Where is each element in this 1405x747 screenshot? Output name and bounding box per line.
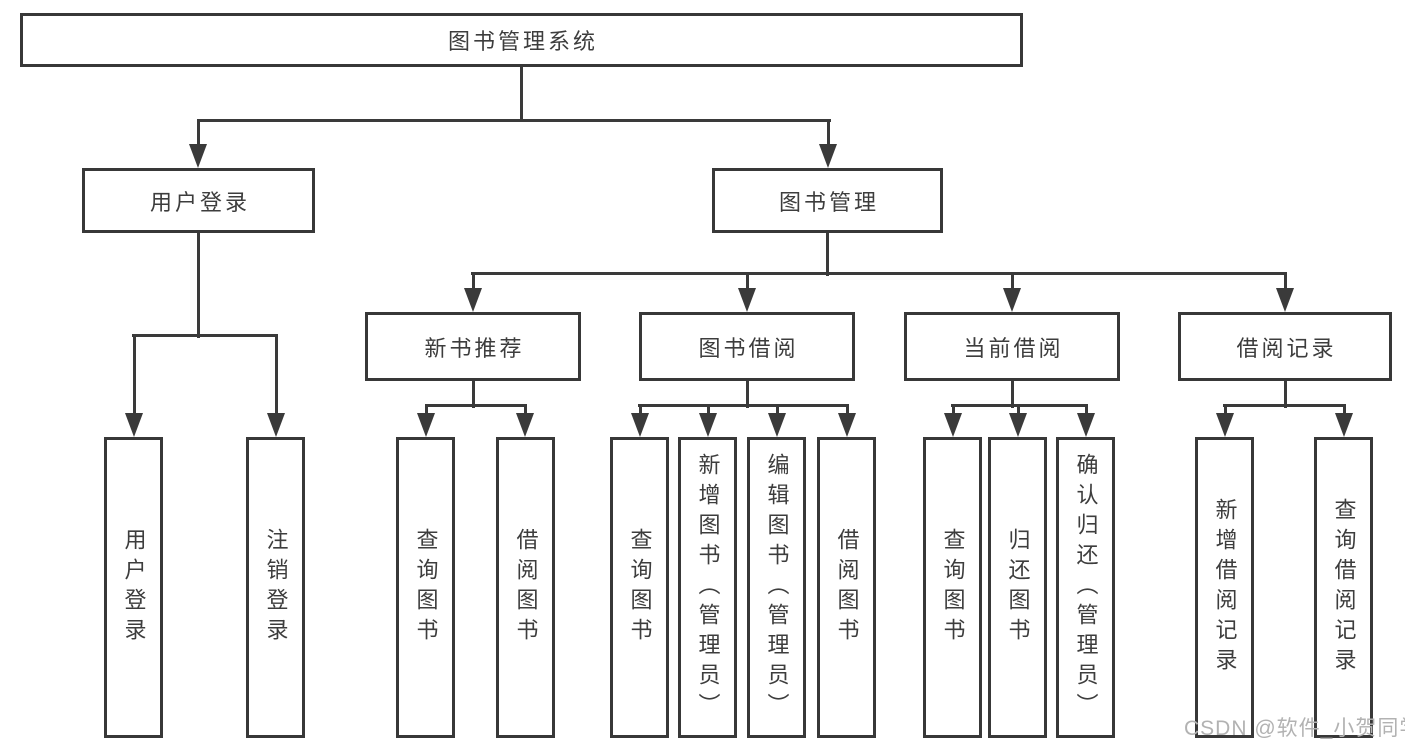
arrowhead-down-icon [1335, 413, 1353, 437]
arrowhead-down-icon [768, 413, 786, 437]
leaf-current-return-books: 归还图书 [988, 437, 1047, 738]
arrowhead-down-icon [1077, 413, 1095, 437]
arrowhead-down-icon [417, 413, 435, 437]
node-user-login: 用户登录 [82, 168, 315, 233]
csdn-watermark: CSDN @软件_小贺同学 [1184, 717, 1405, 740]
node-label: 查询借阅记录 [1331, 497, 1357, 678]
arrowhead-down-icon [1009, 413, 1027, 437]
arrowhead-down-icon [189, 144, 207, 168]
connector-line [1084, 405, 1088, 415]
connector-line [425, 403, 527, 407]
node-library-management-system: 图书管理系统 [20, 13, 1023, 67]
arrowhead-down-icon [464, 288, 482, 312]
leaf-logout: 注销登录 [246, 437, 305, 738]
node-label: 新增借阅记录 [1212, 497, 1238, 678]
connector-line [1223, 405, 1227, 415]
connector-line [825, 233, 829, 276]
connector-line [196, 120, 200, 146]
node-label: 借阅记录 [1236, 335, 1337, 361]
connector-line [951, 405, 955, 415]
arrowhead-down-icon [819, 144, 837, 168]
node-current-borrowing: 当前借阅 [904, 312, 1120, 381]
connector-line [951, 403, 1088, 407]
node-label: 新书推荐 [424, 335, 525, 361]
connector-line [638, 405, 642, 415]
leaf-current-confirm-return-admin: 确认归还（管理员） [1056, 437, 1115, 738]
connector-line [424, 405, 428, 415]
node-book-borrowing: 图书借阅 [639, 312, 855, 381]
arrowhead-down-icon [516, 413, 534, 437]
node-label: 查询图书 [413, 527, 439, 648]
connector-line [706, 405, 710, 415]
connector-line [1283, 381, 1287, 408]
leaf-borrowing-query-books: 查询图书 [610, 437, 669, 738]
leaf-current-query-books: 查询图书 [923, 437, 982, 738]
leaf-recommend-query-books: 查询图书 [396, 437, 455, 738]
leaf-borrowing-edit-books-admin: 编辑图书（管理员） [747, 437, 806, 738]
connector-line [1010, 381, 1014, 408]
connector-line [471, 381, 475, 408]
arrowhead-down-icon [838, 413, 856, 437]
node-book-management: 图书管理 [712, 168, 943, 233]
node-label: 用户登录 [121, 527, 147, 648]
leaf-borrowing-borrow-books: 借阅图书 [817, 437, 876, 738]
leaf-records-add-record: 新增借阅记录 [1195, 437, 1254, 738]
node-label: 借阅图书 [513, 527, 539, 648]
arrowhead-down-icon [1003, 288, 1021, 312]
node-label: 确认归还（管理员） [1073, 452, 1099, 723]
node-label: 查询图书 [940, 527, 966, 648]
node-label: 编辑图书（管理员） [764, 452, 790, 723]
leaf-recommend-borrow-books: 借阅图书 [496, 437, 555, 738]
connector-line [519, 67, 523, 121]
connector-line [745, 381, 749, 408]
node-new-book-recommendation: 新书推荐 [365, 312, 581, 381]
arrowhead-down-icon [944, 413, 962, 437]
connector-line [274, 335, 278, 415]
node-label: 图书管理系统 [447, 29, 598, 54]
connector-line [1223, 403, 1346, 407]
connector-line [1342, 405, 1346, 415]
leaf-borrowing-add-books-admin: 新增图书（管理员） [678, 437, 737, 738]
connector-line [845, 405, 849, 415]
node-label: 当前借阅 [963, 335, 1064, 361]
connector-line [132, 335, 136, 415]
connector-line [523, 405, 527, 415]
connector-line [638, 403, 849, 407]
leaf-user-login: 用户登录 [104, 437, 163, 738]
connector-line [826, 120, 830, 146]
node-label: 新增图书（管理员） [695, 452, 721, 723]
connector-line [471, 271, 1287, 275]
node-label: 图书管理 [778, 189, 879, 215]
connector-line [197, 118, 831, 122]
node-label: 图书借阅 [698, 335, 799, 361]
leaf-records-query-record: 查询借阅记录 [1314, 437, 1373, 738]
connector-line [196, 233, 200, 338]
arrowhead-down-icon [267, 413, 285, 437]
connector-line [1010, 273, 1014, 290]
connector-line [1016, 405, 1020, 415]
arrowhead-down-icon [631, 413, 649, 437]
arrowhead-down-icon [699, 413, 717, 437]
connector-line [471, 273, 475, 290]
node-label: 归还图书 [1005, 527, 1031, 648]
node-borrowing-records: 借阅记录 [1178, 312, 1392, 381]
connector-line [1283, 273, 1287, 290]
connector-line [775, 405, 779, 415]
arrowhead-down-icon [125, 413, 143, 437]
node-label: 注销登录 [263, 527, 289, 648]
arrowhead-down-icon [1216, 413, 1234, 437]
arrowhead-down-icon [1276, 288, 1294, 312]
connector-line [132, 333, 278, 337]
connector-line [745, 273, 749, 290]
arrowhead-down-icon [738, 288, 756, 312]
node-label: 查询图书 [627, 527, 653, 648]
node-label: 用户登录 [149, 189, 250, 215]
node-label: 借阅图书 [834, 527, 860, 648]
